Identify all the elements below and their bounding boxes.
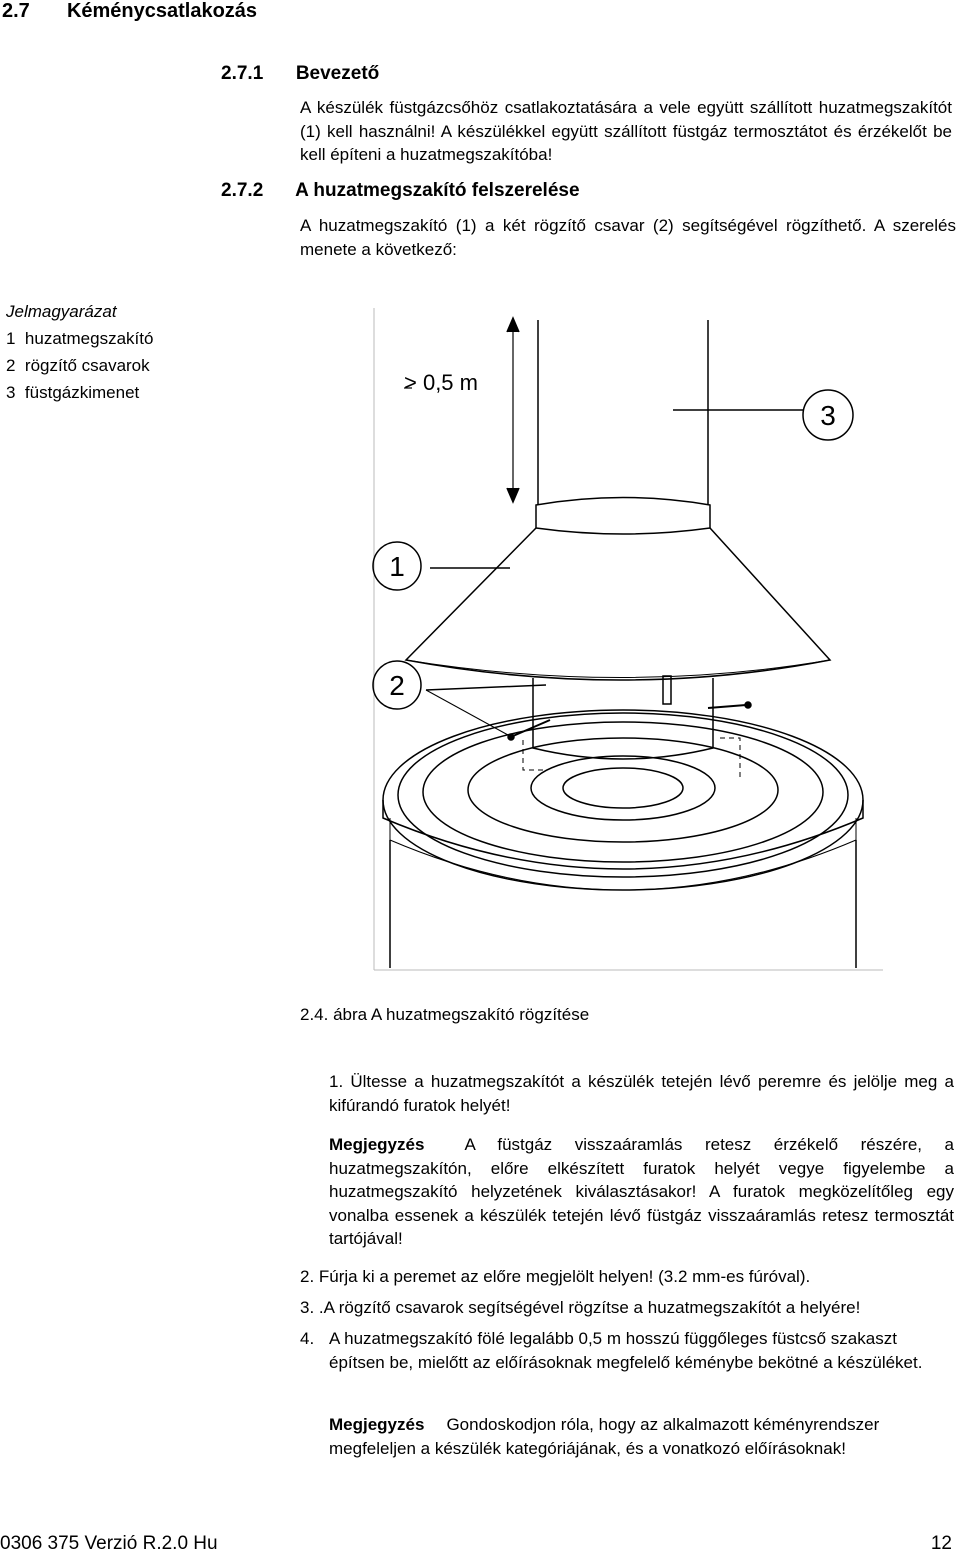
note-1-text: A füstgáz visszaáramlás retesz érzékelő … [329, 1135, 954, 1248]
legend-item: 1 huzatmegszakító [6, 329, 154, 348]
section-number: 2.7 [2, 0, 30, 22]
drawing-svg: > 0,5 m 3 1 2 [372, 308, 883, 971]
callout-1-label: 1 [389, 551, 405, 582]
note-2-text: Gondoskodjon róla, hogy az alkalmazott k… [329, 1415, 880, 1458]
step-2: 2. Fúrja ki a peremet az előre megjelölt… [300, 1267, 811, 1286]
figure-caption: 2.4. ábra A huzatmegszakító rögzítése [300, 1005, 590, 1024]
dimension-label: > 0,5 m [404, 370, 478, 395]
section-heading: 2.7 Kéménycsatlakozás [2, 0, 257, 23]
legend-item: 2 rögzítő csavarok [6, 356, 150, 375]
step-1: 1. Ültesse a huzatmegszakítót a készülék… [329, 1072, 954, 1115]
note-1-label: Megjegyzés [329, 1135, 425, 1154]
footer-page-number: 12 [930, 1533, 952, 1554]
callout-3-label: 3 [820, 400, 836, 431]
subsection-2-heading: 2.7.2 A huzatmegszakító felszerelése [221, 180, 580, 202]
draft-diverter-drawing: > 0,5 m 3 1 2 [368, 300, 888, 980]
footer-doc-id: 0306 375 Verzió R.2.0 Hu [0, 1533, 218, 1554]
step-4-text: A huzatmegszakító fölé legalább 0,5 m ho… [329, 1329, 923, 1372]
subsection-1-title: Bevezető [295, 63, 380, 84]
legend-title: Jelmagyarázat [6, 302, 117, 321]
subsection-2-text: A huzatmegszakító (1) a két rögzítő csav… [300, 216, 956, 259]
subsection-1-text: A készülék füstgázcsőhöz csatlakoztatásá… [300, 98, 952, 164]
step-3: 3. .A rögzítő csavarok segítségével rögz… [300, 1298, 861, 1317]
legend: Jelmagyarázat 1 huzatmegszakító 2 rögzít… [6, 298, 153, 406]
section-title: Kéménycsatlakozás [66, 0, 258, 22]
subsection-1-heading: 2.7.1 Bevezető [221, 63, 379, 85]
subsection-2-number: 2.7.2 [221, 180, 264, 201]
note-2-label: Megjegyzés [329, 1415, 425, 1434]
subsection-1-number: 2.7.1 [221, 63, 264, 84]
step-4-number: 4. [300, 1329, 315, 1348]
callout-2-label: 2 [389, 670, 405, 701]
legend-item: 3 füstgázkimenet [6, 383, 140, 402]
subsection-2-title: A huzatmegszakító felszerelése [295, 180, 580, 201]
